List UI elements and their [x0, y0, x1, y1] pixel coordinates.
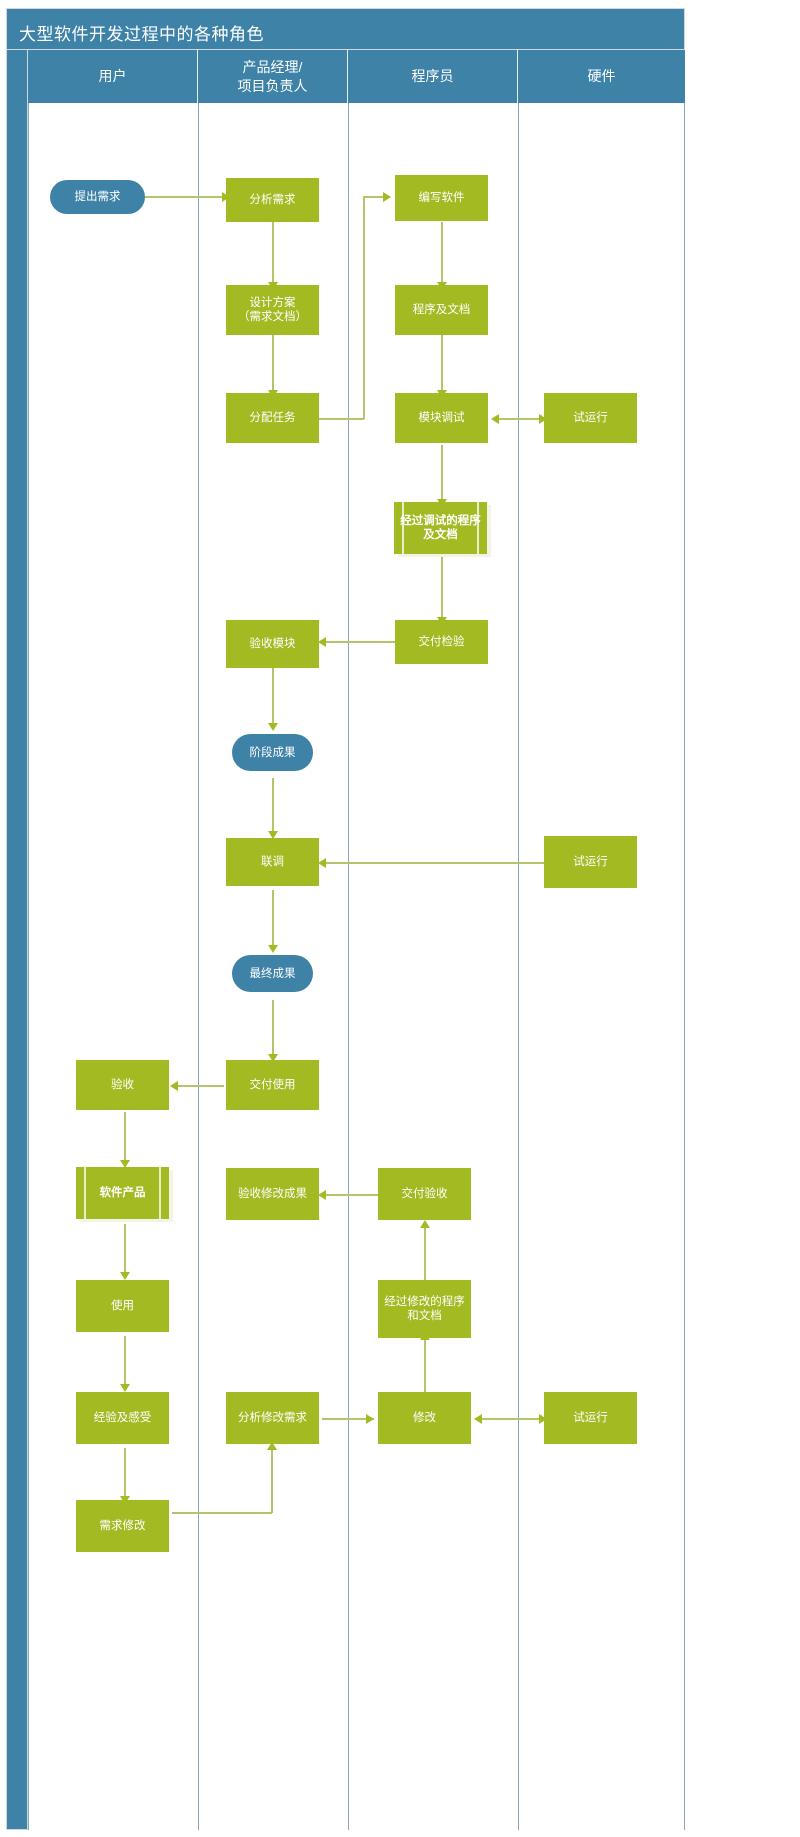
connector-assign-elbow-v — [363, 197, 365, 419]
lane-header-hardware: 硬件 — [518, 50, 685, 103]
node-write-software[interactable]: 编写软件 — [395, 175, 488, 221]
doc-left-bar — [402, 502, 404, 554]
node-modify[interactable]: 修改 — [378, 1392, 471, 1444]
connector-analyzechanges-to-modify — [322, 1418, 374, 1420]
doc-right-bar — [477, 502, 479, 554]
lane-header-pm: 产品经理/ 项目负责人 — [198, 50, 348, 103]
connector-modify-trial3 — [478, 1418, 546, 1420]
connector-experience-to-reqchange — [124, 1448, 126, 1500]
node-debugged-docs-label: 经过调试的程序及文档 — [400, 515, 481, 541]
node-design-plan-line1: 设计方案 — [249, 297, 296, 309]
arrowhead-trial1-to-debug — [491, 414, 499, 424]
connector-acceptmodule-to-stage — [272, 668, 274, 726]
node-acceptance[interactable]: 验收 — [76, 1060, 169, 1110]
lane-header-user: 用户 — [28, 50, 198, 103]
lane-header-pm-line2: 项目负责人 — [237, 77, 308, 94]
connector-reqchange-elbow-h — [172, 1512, 272, 1514]
arrowhead-acceptmodule-to-stage — [268, 723, 278, 731]
arrowhead-product-to-use — [120, 1272, 130, 1280]
lane-body-user — [28, 103, 198, 1830]
arrowhead-stage-to-joint — [268, 831, 278, 839]
doc-left-bar — [84, 1167, 86, 1219]
diagram-title-bar: 大型软件开发过程中的各种角色 — [6, 8, 685, 50]
lane-header-pm-line1: 产品经理/ — [242, 58, 303, 75]
arrowhead-assign-to-write — [383, 192, 391, 202]
diagram-title: 大型软件开发过程中的各种角色 — [19, 25, 264, 44]
connector-debug-to-debugged — [441, 445, 443, 502]
connector-trial2-to-joint — [322, 862, 546, 864]
arrowhead-reqchange-to-analyzechanges — [267, 1442, 277, 1450]
node-program-docs[interactable]: 程序及文档 — [395, 285, 488, 335]
connector-product-to-use — [124, 1224, 126, 1276]
node-submit-req[interactable]: 提出需求 — [50, 180, 145, 214]
arrowhead-trial2-to-joint — [318, 858, 326, 868]
node-req-change[interactable]: 需求修改 — [76, 1500, 169, 1552]
connector-assign-to-write — [363, 196, 385, 198]
connector-delivercheck-to-acceptmodule — [322, 641, 396, 643]
arrowhead-debug-to-trial1 — [539, 414, 547, 424]
connector-analyze-to-design — [272, 222, 274, 284]
node-use[interactable]: 使用 — [76, 1280, 169, 1332]
connector-use-to-experience — [124, 1336, 126, 1388]
arrowhead-modifieddocs-to-deliveraccept — [420, 1220, 430, 1228]
arrowhead-acceptance-to-product — [120, 1160, 130, 1168]
connector-stage-to-joint — [272, 778, 274, 834]
connector-deliveruse-to-acceptance — [174, 1085, 224, 1087]
node-trial-run-2[interactable]: 试运行 — [544, 836, 637, 888]
connector-submit-to-analyze — [144, 196, 224, 198]
arrowhead-modify-to-trial3 — [539, 1414, 547, 1424]
swimlane-spine — [6, 50, 28, 1830]
connector-progdoc-to-debug — [441, 335, 443, 393]
arrowhead-delivercheck-to-acceptmodule — [318, 637, 326, 647]
node-analyze-changes[interactable]: 分析修改需求 — [226, 1392, 319, 1444]
node-analyze-req[interactable]: 分析需求 — [226, 178, 319, 222]
node-design-plan[interactable]: 设计方案 （需求文档） — [226, 285, 319, 335]
node-joint-debug[interactable]: 联调 — [226, 838, 319, 886]
arrowhead-analyzechanges-to-modify — [366, 1414, 374, 1424]
connector-debugged-to-delivercheck — [441, 557, 443, 619]
connector-design-to-assign — [272, 335, 274, 393]
arrowhead-use-to-experience — [120, 1384, 130, 1392]
node-experience[interactable]: 经验及感受 — [76, 1392, 169, 1444]
connector-reqchange-elbow-v — [271, 1448, 273, 1513]
doc-right-bar — [159, 1167, 161, 1219]
arrowhead-joint-to-final — [268, 945, 278, 953]
arrowhead-deliveraccept-to-acceptchanges — [318, 1190, 326, 1200]
node-modified-docs[interactable]: 经过修改的程序和文档 — [378, 1280, 471, 1338]
connector-assign-elbow-h — [318, 418, 364, 420]
connector-joint-to-final — [272, 890, 274, 948]
node-design-plan-line2: （需求文档） — [238, 311, 307, 323]
connector-modify-to-modifieddocs — [424, 1338, 426, 1392]
swimlane-header-row: 用户 产品经理/ 项目负责人 程序员 硬件 — [6, 50, 685, 103]
node-debugged-docs[interactable]: 经过调试的程序及文档 — [394, 502, 487, 554]
arrowhead-trial3-to-modify — [474, 1414, 482, 1424]
connector-write-to-progdoc — [441, 222, 443, 284]
node-stage-result[interactable]: 阶段成果 — [232, 734, 313, 771]
lane-header-dev: 程序员 — [348, 50, 518, 103]
node-accept-changes[interactable]: 验收修改成果 — [226, 1168, 319, 1220]
arrowhead-deliveruse-to-acceptance — [170, 1081, 178, 1091]
node-trial-run-1[interactable]: 试运行 — [544, 393, 637, 443]
node-assign-task[interactable]: 分配任务 — [226, 393, 319, 443]
node-deliver-use[interactable]: 交付使用 — [226, 1060, 319, 1110]
node-module-debug[interactable]: 模块调试 — [395, 393, 488, 443]
connector-debug-trial1 — [495, 418, 547, 420]
connector-modifieddocs-to-deliveraccept — [424, 1226, 426, 1282]
node-final-result[interactable]: 最终成果 — [232, 955, 313, 992]
node-trial-run-3[interactable]: 试运行 — [544, 1392, 637, 1444]
node-software-product-label: 软件产品 — [99, 1187, 146, 1199]
arrowhead-final-to-deliveruse — [268, 1054, 278, 1062]
node-deliver-check[interactable]: 交付检验 — [395, 620, 488, 664]
node-software-product[interactable]: 软件产品 — [76, 1167, 169, 1219]
lane-body-dev — [348, 103, 518, 1830]
node-accept-module[interactable]: 验收模块 — [226, 620, 319, 668]
connector-deliveraccept-to-acceptchanges — [322, 1194, 396, 1196]
connector-final-to-deliveruse — [272, 1000, 274, 1057]
connector-acceptance-to-product — [124, 1112, 126, 1164]
lane-body-hardware — [518, 103, 685, 1830]
node-deliver-accept[interactable]: 交付验收 — [378, 1168, 471, 1220]
